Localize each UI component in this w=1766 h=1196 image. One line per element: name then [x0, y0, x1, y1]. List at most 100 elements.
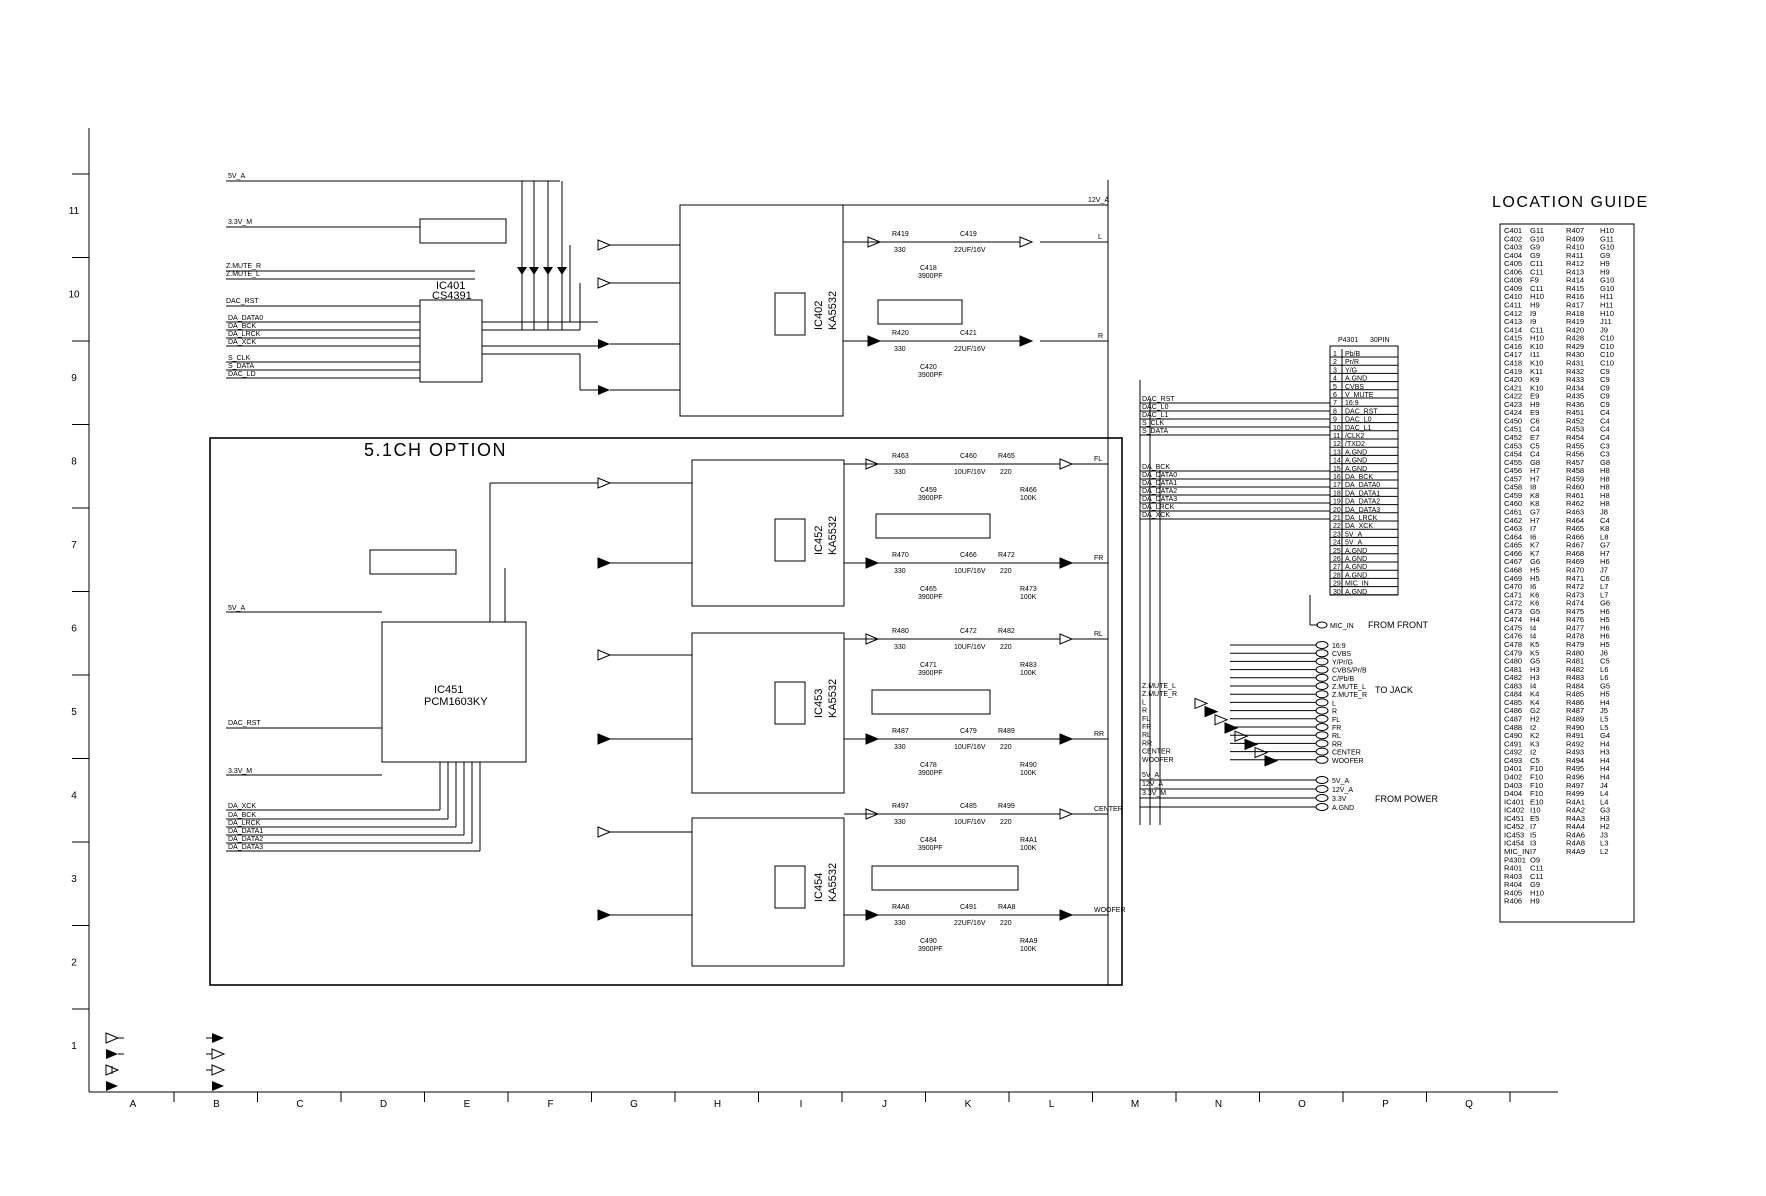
lg-ref: C471 [1504, 590, 1522, 599]
lg-ref: R4A6 [1566, 830, 1585, 839]
lg-ref: C412 [1504, 309, 1522, 318]
pin-name: /TXD2 [1345, 441, 1365, 448]
lg-ref: R483 [1566, 673, 1584, 682]
lg-loc: H3 [1600, 748, 1610, 757]
lg-ref: C421 [1504, 383, 1522, 392]
lg-loc: H3 [1530, 673, 1540, 682]
lg-ref: R434 [1566, 383, 1584, 392]
lg-loc: H6 [1600, 623, 1610, 632]
lg-ref: C452 [1504, 433, 1522, 442]
jack-port [1315, 649, 1329, 658]
jack-line-label: CENTER [1332, 750, 1361, 757]
pin-name: A.GND [1345, 466, 1367, 473]
lg-ref: R492 [1566, 739, 1584, 748]
power-port [1315, 785, 1329, 793]
row-label: 8 [71, 457, 77, 468]
lg-ref: R435 [1566, 392, 1584, 401]
lg-loc: G5 [1600, 681, 1610, 690]
jack-left-label: RR [1142, 740, 1152, 747]
lg-ref: R404 [1504, 880, 1522, 889]
out-center-arrow-src [597, 826, 612, 838]
rail-5v-a-2: 5V_A [228, 605, 245, 612]
ic451-input-nets: DA_XCKDA_BCKDA_LRCKDA_DATA1DA_DATA2DA_DA… [226, 762, 481, 852]
out-rr-c2-ref: C479 [960, 728, 977, 735]
out-rl-c1-ref: C471 [920, 662, 937, 669]
lg-loc: H10 [1530, 334, 1544, 343]
lg-loc: G11 [1600, 234, 1614, 243]
lg-ref: R453 [1566, 425, 1584, 434]
lg-ref: C454 [1504, 450, 1522, 459]
signal-legend [105, 1032, 226, 1091]
ic401-input-label: DAC_LD [228, 371, 256, 378]
lg-loc: H9 [1530, 301, 1540, 310]
out-fl-arrow-in [865, 458, 880, 470]
lg-loc: H7 [1530, 474, 1540, 483]
out-fl-c1-val: 3900PF [918, 495, 943, 502]
jack-left-label: FR [1142, 724, 1151, 731]
column-label: N [1215, 1099, 1222, 1110]
lg-ref: R469 [1566, 557, 1584, 566]
lg-loc: H10 [1530, 292, 1544, 301]
lg-ref: C424 [1504, 408, 1522, 417]
pin-name: Y/G [1345, 367, 1357, 374]
lg-loc: C9 [1600, 367, 1610, 376]
lg-ref: R470 [1566, 565, 1584, 574]
pin-name: A.GND [1345, 572, 1367, 579]
lg-loc: E7 [1530, 433, 1539, 442]
lg-loc: H8 [1600, 491, 1610, 500]
lg-ref: R474 [1566, 599, 1584, 608]
out-fl-r3-ref: R466 [1020, 487, 1037, 494]
column-label: O [1298, 1099, 1306, 1110]
lg-loc: J3 [1600, 830, 1608, 839]
location-guide-title: LOCATION GUIDE [1492, 194, 1649, 211]
out-fr-r2-val: 220 [1000, 568, 1012, 575]
lg-loc: K8 [1600, 524, 1609, 533]
power-line-label: A.GND [1332, 805, 1354, 812]
jack-line-label: WOOFER [1332, 758, 1364, 765]
ic402-ref: IC402 [813, 301, 825, 330]
lg-loc: F10 [1530, 772, 1543, 781]
out-center-r2-val: 220 [1000, 819, 1012, 826]
lg-loc: J6 [1600, 648, 1608, 657]
lg-loc: H5 [1530, 565, 1540, 574]
lg-loc: G3 [1600, 806, 1610, 815]
lg-ref: R418 [1566, 309, 1584, 318]
out-fl-c2-val: 10UF/16V [954, 469, 986, 476]
lg-ref: R493 [1566, 748, 1584, 757]
jack-arrow [1234, 730, 1249, 742]
lg-ref: C419 [1504, 367, 1522, 376]
jack-port [1315, 673, 1329, 682]
lg-ref: C409 [1504, 284, 1522, 293]
net-label: DA_LRCK [1142, 504, 1175, 511]
pin-name: 5V_A [1345, 540, 1362, 547]
lg-ref: R436 [1566, 400, 1584, 409]
lg-loc: C11 [1530, 284, 1543, 293]
lg-ref: C485 [1504, 698, 1522, 707]
ic453-part: KA5532 [827, 679, 839, 718]
lg-loc: C9 [1600, 375, 1610, 384]
lg-loc: L5 [1600, 723, 1608, 732]
ic401-input-label: DA_XCK [228, 339, 256, 346]
lg-ref: R454 [1566, 433, 1584, 442]
rail-5v-a-label: 5V_A [228, 173, 245, 180]
pin-name: /CLK2 [1345, 433, 1365, 440]
jack-port [1315, 723, 1329, 731]
out-woofer-c1-val: 3900PF [918, 946, 943, 953]
dac-main-section: 5V_A 3.3V_M Z.MUTE_R Z.MUTE_L DAC_RST DA… [226, 173, 1109, 985]
row-label: 4 [71, 791, 77, 802]
lg-ref: C482 [1504, 673, 1522, 682]
ic451-input-label: DA_DATA3 [228, 844, 263, 851]
lg-ref: R482 [1566, 665, 1584, 674]
net-label: DAC_RST [1142, 396, 1175, 403]
pin-number: 11 [1333, 433, 1340, 440]
power-line-label: 3.3V [1332, 796, 1347, 803]
main-r-c2-val: 22UF/16V [954, 346, 986, 353]
lg-loc: G6 [1530, 557, 1540, 566]
jack-port [1315, 690, 1329, 699]
lg-ref: R431 [1566, 358, 1584, 367]
lg-ref: C416 [1504, 342, 1522, 351]
lg-loc: H9 [1530, 400, 1540, 409]
